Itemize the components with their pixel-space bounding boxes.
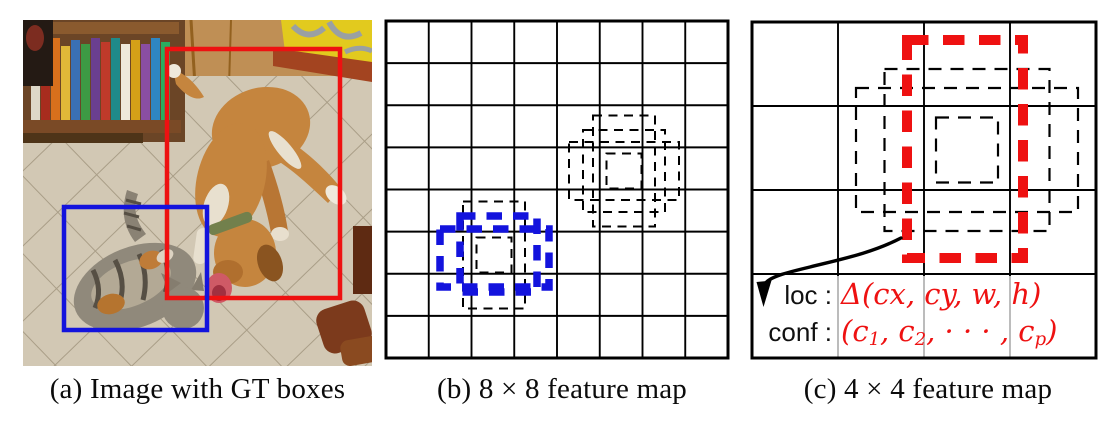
default-box-unmatched xyxy=(582,129,666,213)
default-box-unmatched xyxy=(883,67,1051,233)
conf-label: conf : xyxy=(768,317,832,347)
dog xyxy=(167,64,347,303)
grid-8x8 xyxy=(384,19,730,360)
default-boxes-4x4 xyxy=(854,35,1080,263)
gt-boxes xyxy=(61,46,343,333)
annotation-backdrop xyxy=(753,276,1095,357)
loc-label: loc : xyxy=(784,280,832,310)
panel-image-with-gt-boxes xyxy=(23,20,372,366)
photo-scene xyxy=(23,20,372,366)
default-box-unmatched xyxy=(475,236,513,274)
caption-a: (a) Image with GT boxes xyxy=(49,373,346,405)
default-box-unmatched xyxy=(854,86,1080,214)
default-box-matched-blue xyxy=(436,225,553,291)
panel-feature-map-8x8 xyxy=(384,19,730,360)
yellow-bed xyxy=(273,20,372,82)
conf-value: (c1, c2, · · · , cp) xyxy=(841,314,1058,350)
loc-value: Δ(cx, cy, w, h) xyxy=(841,277,1042,311)
grid-border xyxy=(384,19,730,360)
locconf-annotation: loc : Δ(cx, cy, w, h) conf : (c1, c2, · … xyxy=(752,277,1094,353)
default-boxes-8x8 xyxy=(436,114,680,310)
shoes xyxy=(316,226,372,366)
gt-box-cat xyxy=(61,204,210,333)
default-box-matched-red xyxy=(902,35,1028,263)
grid-border xyxy=(750,20,1098,360)
caption-c: (c) 4 × 4 feature map xyxy=(803,373,1053,405)
arrow-curve xyxy=(763,236,903,286)
dark-bag xyxy=(23,20,53,86)
gt-box-dog xyxy=(164,46,343,301)
default-box-unmatched xyxy=(592,114,656,228)
arrow-head-icon xyxy=(756,280,772,307)
caption-b: (b) 8 × 8 feature map xyxy=(436,373,688,405)
default-box-matched-blue xyxy=(456,212,541,296)
default-box-unmatched xyxy=(934,116,1000,184)
default-box-unmatched xyxy=(605,152,643,190)
panel-feature-map-4x4 xyxy=(750,20,1098,360)
default-box-unmatched xyxy=(568,141,680,201)
